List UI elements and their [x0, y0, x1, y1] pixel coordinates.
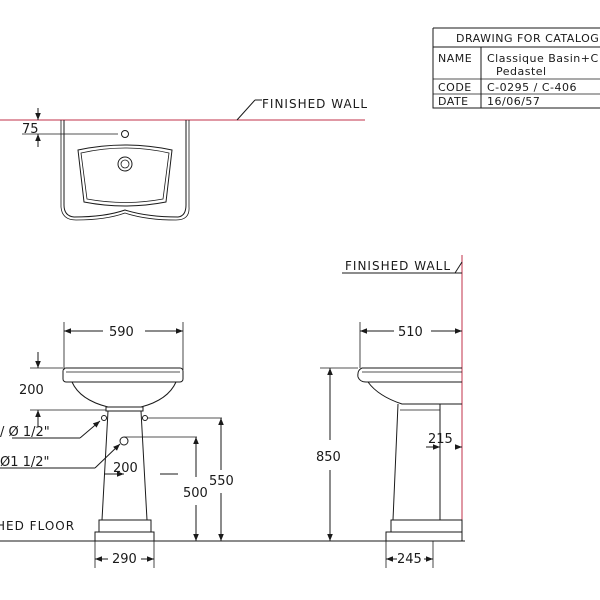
title-block-name-label: NAME [438, 52, 472, 65]
dim-bowl-height: 200 [19, 383, 44, 398]
dim-tap-hole-offset: 75 [22, 122, 39, 137]
title-block-date-label: DATE [438, 95, 469, 108]
finished-floor-label: HED FLOOR [0, 519, 75, 533]
dim-side-depth: 510 [398, 325, 423, 340]
title-block-name-value-2: Pedastel [496, 65, 547, 78]
front-elevation: 590 HED FLOOR 200 / Ø 1/2" Ø1 1/2" [0, 322, 465, 568]
tap-hole [121, 130, 129, 138]
dim-front-base-width: 290 [112, 552, 137, 567]
plan-view: FINISHED WALL 75 [0, 97, 368, 221]
title-block-date-value: 16/06/57 [487, 95, 540, 108]
dim-side-base-width: 245 [397, 552, 422, 567]
dim-drain-offset: 215 [428, 432, 453, 447]
dim-pedestal-height: 550 [209, 474, 234, 489]
finished-wall-top-label: FINISHED WALL [262, 97, 368, 111]
dim-drain-height: 200 [113, 461, 138, 476]
dim-supply-pipe: / Ø 1/2" [0, 425, 50, 440]
drain-hole [117, 156, 133, 172]
title-block-code-value: C-0295 / C-406 [487, 81, 577, 94]
side-elevation: FINISHED WALL 510 215 850 245 [316, 255, 463, 568]
title-block-name-value: Classique Basin+C [487, 52, 599, 65]
finished-wall-side-label: FINISHED WALL [345, 259, 451, 273]
title-block: DRAWING FOR CATALOG NAME Classique Basin… [432, 27, 600, 109]
title-block-heading: DRAWING FOR CATALOG [456, 32, 599, 45]
dim-front-width: 590 [109, 325, 134, 340]
dim-total-height: 850 [316, 450, 341, 465]
dim-drain-pipe: Ø1 1/2" [0, 455, 50, 470]
dim-supply-height: 500 [183, 486, 208, 501]
title-block-code-label: CODE [438, 81, 472, 94]
